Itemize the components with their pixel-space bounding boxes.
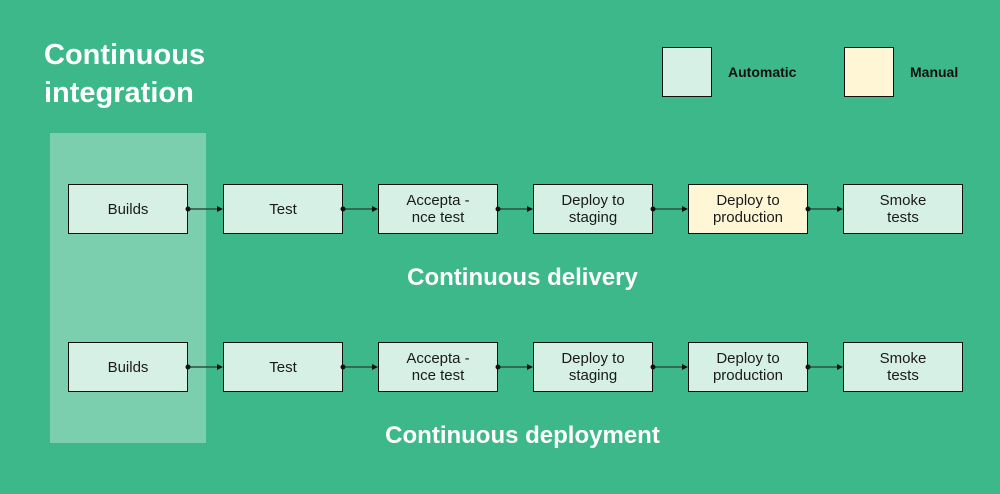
continuous-deployment-title: Continuous deployment bbox=[385, 422, 660, 449]
step-box-builds: Builds bbox=[68, 342, 188, 392]
step-box-builds: Builds bbox=[68, 184, 188, 234]
step-box-deploy-to-staging: Deploy to staging bbox=[533, 342, 653, 392]
step-box-accepta-nce-test: Accepta - nce test bbox=[378, 342, 498, 392]
step-box-test: Test bbox=[223, 342, 343, 392]
arrow-connector bbox=[495, 206, 533, 212]
legend-manual-label: Manual bbox=[910, 64, 959, 80]
step-box-smoke-tests: Smoke tests bbox=[843, 184, 963, 234]
arrow-connector bbox=[650, 364, 688, 370]
arrow-connector bbox=[650, 206, 688, 212]
legend-automatic-swatch bbox=[662, 47, 712, 97]
step-box-deploy-to-production: Deploy to production bbox=[688, 184, 808, 234]
arrow-connector bbox=[495, 364, 533, 370]
step-box-deploy-to-staging: Deploy to staging bbox=[533, 184, 653, 234]
arrow-connector bbox=[340, 364, 378, 370]
continuous-delivery-title: Continuous delivery bbox=[407, 264, 638, 291]
arrow-connector bbox=[805, 206, 843, 212]
legend-manual-swatch bbox=[844, 47, 894, 97]
arrow-connector bbox=[805, 364, 843, 370]
legend-automatic-label: Automatic bbox=[728, 64, 797, 80]
step-box-deploy-to-production: Deploy to production bbox=[688, 342, 808, 392]
step-box-smoke-tests: Smoke tests bbox=[843, 342, 963, 392]
step-box-accepta-nce-test: Accepta - nce test bbox=[378, 184, 498, 234]
continuous-integration-title: Continuous integration bbox=[44, 39, 206, 109]
arrow-connector bbox=[340, 206, 378, 212]
step-box-test: Test bbox=[223, 184, 343, 234]
